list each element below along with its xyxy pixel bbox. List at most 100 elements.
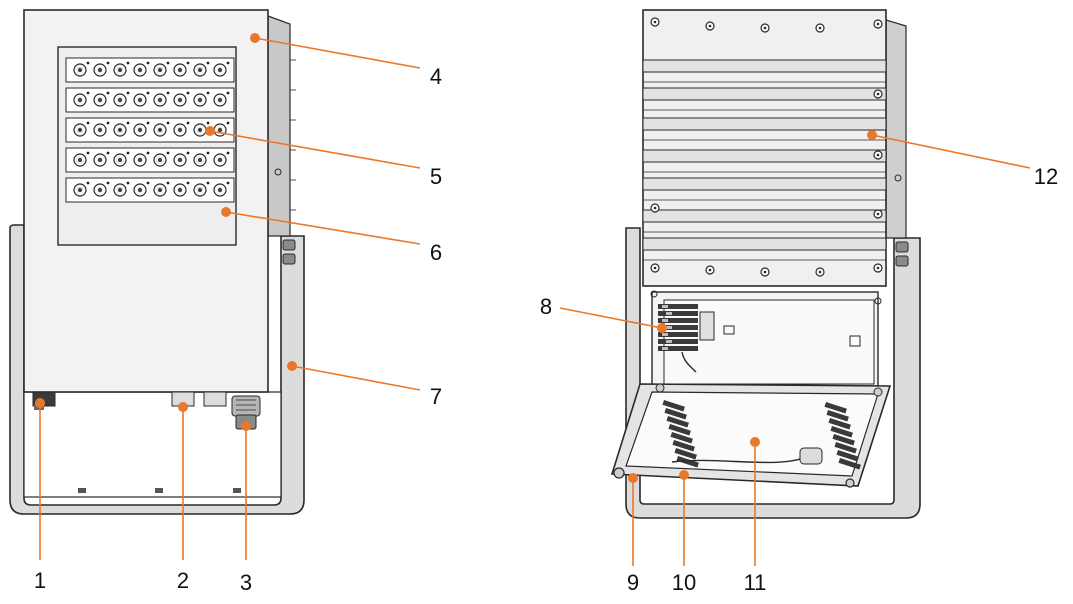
cover-terminal [836,450,859,462]
led-dot [86,121,90,125]
cover-terminal [674,448,697,460]
terminal-pole [658,311,698,316]
terminal-contact [666,326,672,329]
heatsink-screw-center [653,206,657,210]
led-dot [206,121,210,125]
leader-dot-3 [241,421,251,431]
heatsink-screw-center [876,153,880,157]
leader-dot-10 [679,470,689,480]
cover-terminal [668,424,691,436]
led-dot [226,91,230,95]
heatsink-screw-center [876,92,880,96]
led-dot [166,121,170,125]
heatsink-fin [642,149,887,163]
led-dot [186,61,190,65]
callout-label-11: 11 [744,570,767,595]
led-chip [197,187,203,193]
led-chip [137,187,143,193]
led-chip [217,97,223,103]
led-dot [86,181,90,185]
led-chip [77,67,83,73]
plate-screw [650,290,658,298]
led-dot [146,61,150,65]
callout-label-9: 9 [627,570,639,595]
led-chip [117,97,123,103]
terminal-contact [666,340,672,343]
heatsink-screw-center [763,26,767,30]
cover-terminal [826,409,849,422]
led-chip [157,67,163,73]
heatsink-screws [650,17,883,277]
led-dot [206,61,210,65]
cover-terminals [662,400,861,470]
led-module [65,177,235,203]
led-chip [177,187,183,193]
cover-terminal [676,456,699,468]
heatsink-fin [642,237,887,251]
led-module [65,57,235,83]
led-dot [126,121,130,125]
callout-label-8: 8 [540,294,552,319]
led-chip [157,97,163,103]
heatsink-screw-center [708,24,712,28]
callout-label-6: 6 [430,240,442,265]
led-chip [217,157,223,163]
terminal-pole [658,332,698,337]
cover-screw [845,478,855,488]
cover-terminal [664,408,687,420]
leader-dot-8 [657,323,667,333]
leader-line-12 [871,134,1031,169]
led-chip [197,127,203,133]
led-chip [197,67,203,73]
led-chip [217,187,223,193]
led-dot [166,91,170,95]
led-dot [186,151,190,155]
heatsink-fin [642,209,887,223]
led-dot [86,91,90,95]
cover-terminal [838,457,861,470]
callout-label-7: 7 [430,384,442,409]
callout-label-10: 10 [672,570,696,595]
terminal-pole [658,339,698,344]
led-chip [117,187,123,193]
leader-dot-4 [250,33,260,43]
led-chip [97,187,103,193]
heatsink-fins [642,59,887,261]
heatsink-fin [642,177,887,191]
led-dot [206,91,210,95]
led-chip [177,67,183,73]
led-dot [166,61,170,65]
led-dot [106,151,110,155]
rear-housing-side [885,19,907,239]
bracket-bolt [282,253,296,265]
led-dot [146,151,150,155]
vent-plug [203,391,227,407]
plate-screw [874,297,882,305]
led-chip [137,67,143,73]
leader-dot-5 [205,126,215,136]
led-dot [146,91,150,95]
gland-ribs [236,399,256,411]
led-dot [186,181,190,185]
led-chip [197,97,203,103]
led-dot [206,181,210,185]
side-screw [274,168,282,176]
housing-side-fins [290,59,296,211]
led-chip [117,67,123,73]
bracket-bolt [895,255,909,267]
led-dot [86,151,90,155]
terminal-contact [662,333,668,336]
led-dot [146,181,150,185]
led-chip [77,97,83,103]
led-dot [126,91,130,95]
leader-dot-12 [867,130,877,140]
cover-terminal [832,434,855,446]
led-chip [117,127,123,133]
terminal-pole [658,346,698,351]
leader-dot-9 [628,473,638,483]
cover-terminal [824,402,847,414]
led-chip [117,157,123,163]
cover-capacitor [799,447,823,465]
bracket-foot [155,488,163,493]
